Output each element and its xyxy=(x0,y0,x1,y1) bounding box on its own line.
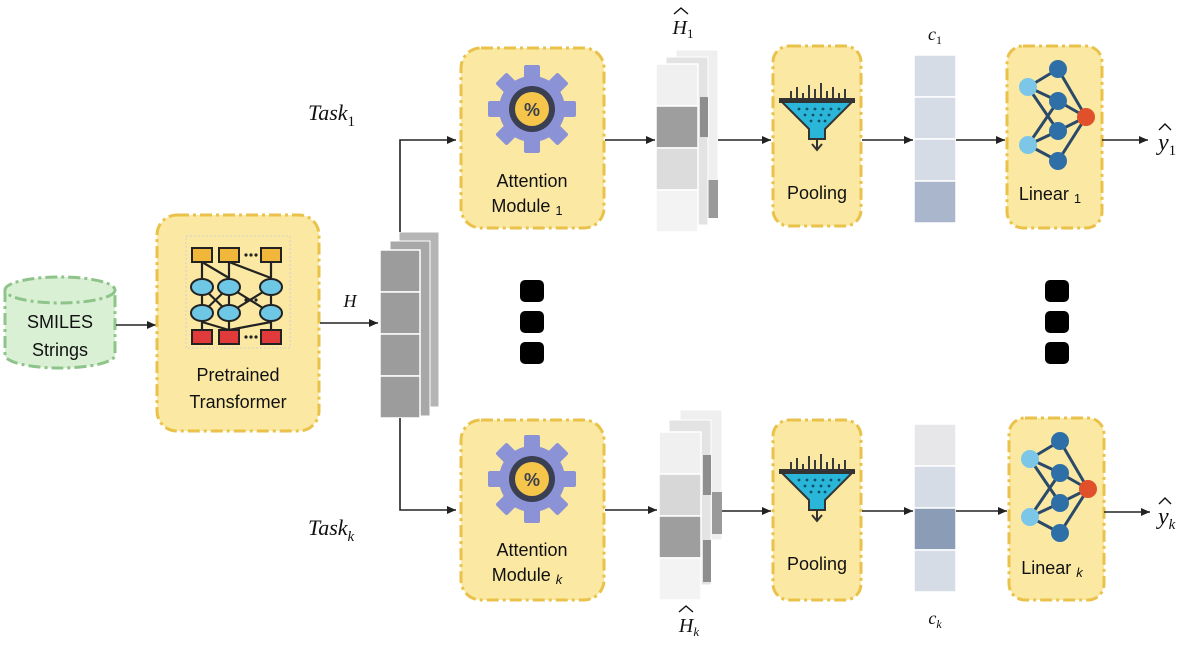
ellipsis-right xyxy=(1045,280,1069,364)
arrow-h-to-attention-1 xyxy=(399,136,456,232)
transformer-label-line1: Pretrained xyxy=(196,365,279,385)
svg-text:Hk: Hk xyxy=(678,615,699,639)
context-k-vector xyxy=(913,423,957,593)
linear-module-k: Linear k xyxy=(1007,416,1106,602)
transformer-label-line2: Transformer xyxy=(189,392,286,412)
transformer-icon xyxy=(185,235,291,349)
embedding-h-matrix xyxy=(379,231,440,419)
hidden-hat-1-matrix xyxy=(655,49,719,233)
ellipsis-left xyxy=(520,280,544,364)
arrow-h-to-attention-k xyxy=(399,418,456,514)
context-1-label: c1 xyxy=(928,24,942,47)
pooling-1-label: Pooling xyxy=(787,183,847,203)
linear-module-1: Linear 1 xyxy=(1005,44,1104,230)
linear-1-label: Linear 1 xyxy=(1019,184,1081,206)
smiles-database: SMILES Strings xyxy=(3,275,117,370)
smiles-label-line1: SMILES xyxy=(27,312,93,332)
hidden-hat-k-matrix xyxy=(658,409,723,601)
task-k-label: Taskk xyxy=(308,515,355,545)
svg-text:Taskk: Taskk xyxy=(308,515,355,545)
embedding-h-label: H xyxy=(343,291,358,311)
svg-text:Task1: Task1 xyxy=(308,100,355,130)
attention-module-k: Attention Module k xyxy=(459,418,606,602)
svg-text:H1: H1 xyxy=(672,17,694,41)
output-1-label: y1 xyxy=(1156,123,1176,159)
svg-text:y1: y1 xyxy=(1156,130,1176,159)
gear-icon xyxy=(488,435,576,523)
attention-1-label-line2: Module 1 xyxy=(491,196,562,218)
gear-icon xyxy=(488,65,576,153)
task-1-label: Task1 xyxy=(308,100,355,130)
pooling-k-label: Pooling xyxy=(787,554,847,574)
hidden-hat-k-label: Hk xyxy=(678,605,699,639)
svg-text:yk: yk xyxy=(1156,504,1176,533)
hidden-hat-1-label: H1 xyxy=(672,7,694,41)
pooling-module-k: Pooling xyxy=(771,418,863,602)
output-k-label: yk xyxy=(1156,497,1176,533)
attention-module-1: Attention Module 1 xyxy=(459,46,606,230)
context-k-label: ck xyxy=(928,608,942,631)
transformer-module: Pretrained Transformer xyxy=(155,213,321,433)
attention-k-label-line1: Attention xyxy=(496,540,567,560)
linear-k-label: Linear k xyxy=(1021,558,1084,580)
smiles-label-line2: Strings xyxy=(32,340,88,360)
attention-1-label-line1: Attention xyxy=(496,171,567,191)
context-1-vector xyxy=(913,54,957,224)
attention-k-label-line2: Module k xyxy=(492,565,564,587)
pooling-module-1: Pooling xyxy=(771,44,863,228)
